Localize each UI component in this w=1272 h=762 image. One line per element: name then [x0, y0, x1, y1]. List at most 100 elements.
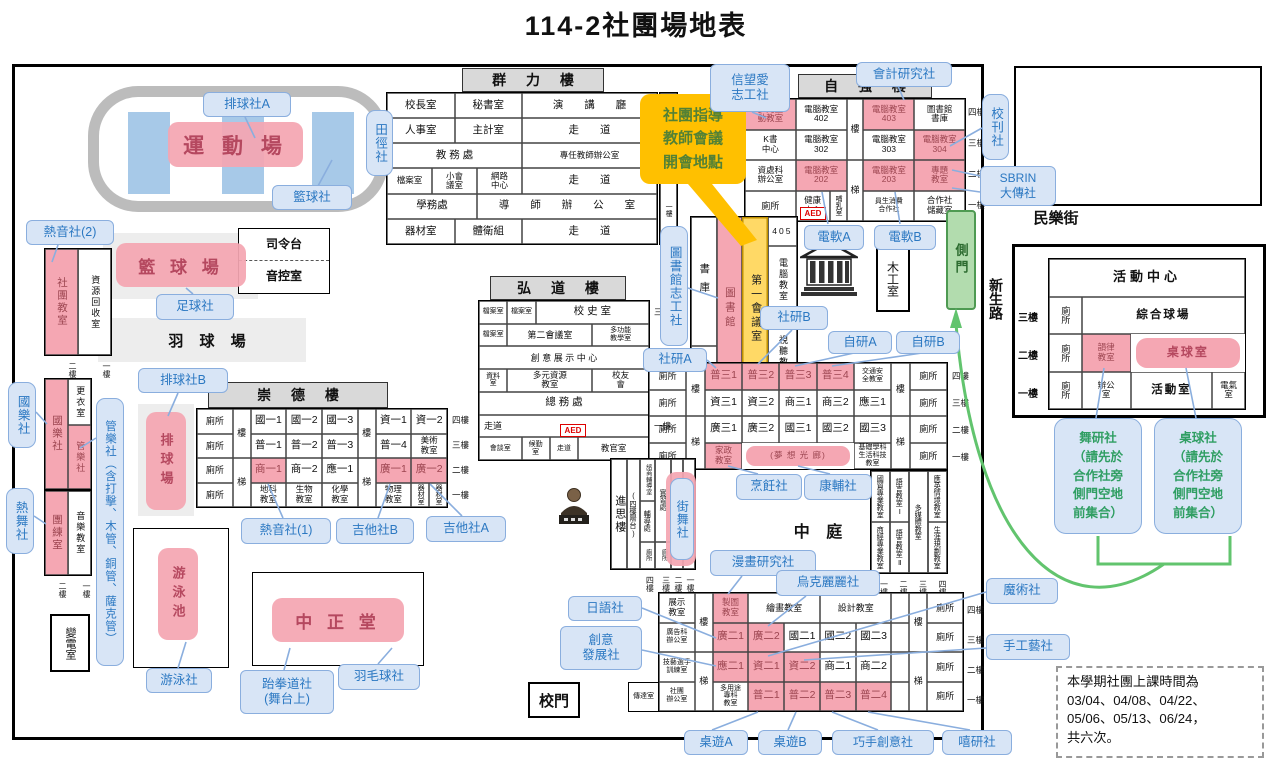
text: 商一2 — [290, 463, 318, 476]
floor-labels: 一樓二樓三樓四樓 — [870, 575, 948, 601]
text: 製圖教室 — [722, 597, 740, 617]
text: 廁所 — [658, 397, 677, 408]
club-callout: 桌球社（請先於合作社旁側門空地前集合） — [1154, 418, 1242, 534]
venue: 中 正 堂 — [272, 598, 404, 642]
room-cell: 語言教室Ⅱ — [890, 522, 909, 573]
room-cell: 405 — [768, 217, 797, 246]
text: 商二2 — [860, 659, 887, 672]
club-label: 自研B — [896, 331, 960, 354]
text: 廁所 — [1060, 381, 1071, 400]
room-cell — [891, 652, 909, 682]
room-cell: 人事室 — [387, 118, 455, 143]
text: 廁所 — [205, 465, 224, 476]
text: 樓 — [362, 428, 372, 439]
floor-label: 一樓 — [78, 357, 112, 383]
text: 桌遊B — [773, 734, 807, 749]
room-cell: 秘書室 — [455, 93, 523, 118]
field-area — [98, 318, 306, 362]
room-cell: 諮商輔導室 — [640, 459, 656, 501]
map-text: 中 庭 — [786, 516, 856, 544]
floor-label: 一樓 — [684, 571, 696, 597]
text: 活動中心 — [1112, 269, 1181, 285]
text: 多媒體教室 — [914, 504, 924, 540]
text: 普二3 — [824, 689, 852, 702]
venue-room-cell: 廣一1 — [375, 458, 412, 483]
text: 社研B — [777, 310, 811, 325]
text: 資源回收室 — [90, 274, 101, 330]
text: 書庫 — [698, 262, 711, 300]
room-cell: 傳達室 — [629, 683, 658, 711]
text: 手工藝社 — [1002, 639, 1053, 654]
club-label: 街舞社 — [670, 478, 694, 560]
room-cell: 教官室 — [578, 437, 649, 460]
room-cell: 校友會 — [592, 369, 649, 392]
text: 諮商輔導室 — [644, 464, 652, 496]
text: 巧手創意社 — [852, 735, 913, 750]
text: 校長室 — [405, 98, 437, 111]
text: 一樓 — [968, 200, 986, 210]
club-label: 烹飪社 — [736, 474, 802, 500]
text: 普二1 — [752, 689, 780, 702]
floor-label: 二樓 — [1018, 347, 1038, 362]
room-cell: 哺乳室 — [830, 191, 847, 222]
text: 一樓 — [952, 452, 970, 462]
text: 中 庭 — [793, 524, 849, 541]
venue-room-cell: 家政教室 — [704, 442, 743, 469]
text: 資三2 — [747, 395, 775, 408]
text: 廁所 — [658, 450, 677, 461]
text: 國二2 — [824, 630, 852, 643]
building-qunli: 校長室秘書室演 講 廳人事室主計室走 道教 務 處專任教師辦公室檔案室小會議室網… — [386, 92, 658, 245]
text: 基礎學科生活科技教室 — [858, 444, 887, 467]
text: 應英情境教室 — [933, 474, 943, 519]
room-cell: 廁所 — [649, 443, 686, 470]
club-label: 排球社A — [203, 92, 291, 117]
text: 體衛組 — [472, 224, 505, 237]
floor-label: 一樓 — [968, 199, 985, 211]
club-label: 手工藝社 — [986, 634, 1070, 660]
text: 三樓 — [1018, 313, 1038, 324]
room-cell: 梯 — [695, 652, 713, 711]
room-cell: 國二3 — [856, 623, 892, 653]
text: 信望愛志工社 — [731, 72, 769, 102]
building-column: 資源回收室 — [78, 249, 111, 355]
building-column: 國樂社 — [45, 379, 68, 489]
building-column: 更衣室管樂社 — [68, 379, 91, 489]
room-cell: 商二1 — [820, 652, 856, 682]
text: 國二3 — [860, 630, 887, 643]
aed-label: AED — [800, 207, 826, 220]
note-line: 03/04、04/08、04/22、 — [1067, 692, 1206, 708]
text: 走 道 — [568, 123, 620, 136]
club-label: 圖書館志工社 — [660, 226, 688, 346]
room-cell: 走道 — [479, 415, 649, 438]
room-cell: 梯 — [909, 652, 927, 711]
text: 走 道 — [568, 174, 620, 187]
text: 一樓 — [967, 695, 985, 705]
schedule-note: 本學期社團上課時間為 03/04、04/08、04/22、 05/06、05/1… — [1056, 666, 1264, 758]
room-cell: 活動中心 — [1049, 259, 1245, 297]
room-cell: 資源回收室 — [78, 249, 111, 355]
text: 羽毛球社 — [353, 669, 404, 684]
room-cell: 普一4 — [376, 434, 412, 459]
text: 檔案室 — [482, 308, 504, 316]
text: 廁所 — [205, 416, 224, 427]
text: 崇 德 樓 — [257, 387, 347, 403]
map-text: 校門 — [528, 682, 580, 718]
map-text: 新生路 — [986, 264, 1006, 334]
text: 展示教室 — [668, 597, 686, 617]
text: 二樓 — [899, 580, 908, 596]
text: 器材室 — [434, 484, 442, 506]
room-cell: 交通安全教室 — [854, 363, 891, 390]
room-cell: 圖書館書庫 — [914, 99, 965, 130]
text: 新生路 — [988, 278, 1004, 320]
venue-room-cell: 資二1 — [748, 652, 785, 682]
room-cell: 廁所 — [1049, 297, 1082, 335]
room-cell: 國一1 — [251, 409, 287, 434]
text: 廁所 — [1060, 343, 1071, 362]
building-header: 群 力 樓 — [462, 68, 604, 92]
